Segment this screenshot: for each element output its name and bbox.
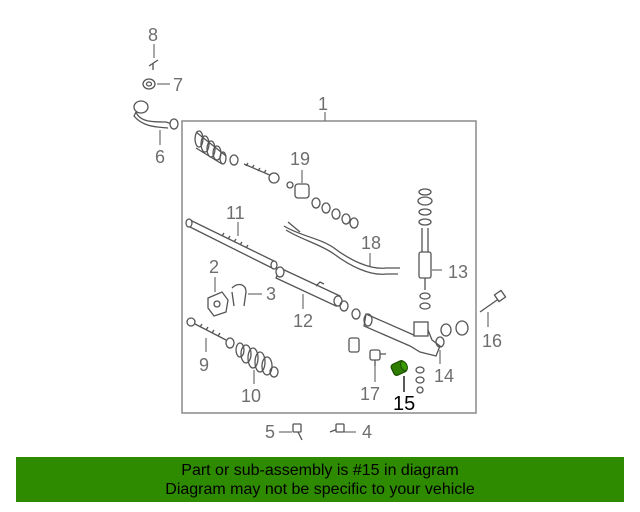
callout-17[interactable]: 17 <box>360 384 380 404</box>
banner-line-1: Part or sub-assembly is #15 in diagram <box>181 462 459 479</box>
lower-rings[interactable] <box>415 366 425 394</box>
part-11-rack[interactable] <box>185 218 278 270</box>
callout-13[interactable]: 13 <box>448 262 468 282</box>
callout-3[interactable]: 3 <box>266 284 276 304</box>
callout-6[interactable]: 6 <box>155 147 165 167</box>
callout-8[interactable]: 8 <box>148 25 158 45</box>
assembly-frame <box>181 120 477 414</box>
part-13-valve-stack[interactable] <box>417 188 433 310</box>
callout-14[interactable]: 14 <box>434 366 454 386</box>
part-3-clamp[interactable] <box>231 283 247 307</box>
part-18-tubes[interactable] <box>283 221 400 275</box>
upper-inner-tie-rod[interactable] <box>243 162 280 184</box>
callout-1[interactable]: 1 <box>318 94 328 114</box>
leader-lines <box>153 44 489 433</box>
callout-7[interactable]: 7 <box>173 75 183 95</box>
callout-18[interactable]: 18 <box>361 233 381 253</box>
banner-line-2: Diagram may not be specific to your vehi… <box>165 481 475 498</box>
callout-5[interactable]: 5 <box>265 422 275 442</box>
part-15-highlighted[interactable] <box>390 359 409 377</box>
fitment-banner: Part or sub-assembly is #15 in diagram D… <box>16 457 624 502</box>
callout-11[interactable]: 11 <box>226 203 245 223</box>
callout-15[interactable]: 15 <box>393 393 415 415</box>
part-2-mount[interactable] <box>207 291 229 317</box>
callout-9[interactable]: 9 <box>199 355 209 375</box>
callout-16[interactable]: 16 <box>482 331 502 351</box>
part-5-bolt[interactable] <box>292 423 303 441</box>
callout-12[interactable]: 12 <box>293 311 313 331</box>
part-7-nut[interactable] <box>142 78 156 90</box>
callout-2[interactable]: 2 <box>209 257 219 277</box>
parts-diagram: 1 2 3 4 5 6 7 8 9 10 11 12 13 14 15 16 1… <box>133 25 507 442</box>
gear-housing[interactable] <box>363 313 441 357</box>
part-8-bolt[interactable] <box>148 59 159 70</box>
callout-10[interactable]: 10 <box>241 386 261 406</box>
part-10-boot[interactable] <box>235 342 279 378</box>
part-14-seals[interactable] <box>435 320 469 348</box>
callout-4[interactable]: 4 <box>362 422 372 442</box>
part-19-bushing[interactable] <box>286 181 359 229</box>
upper-boot[interactable] <box>194 130 239 166</box>
part-4-bolt[interactable] <box>329 423 345 433</box>
part-16-bolt[interactable] <box>479 289 507 313</box>
part-12-housing[interactable] <box>275 266 343 307</box>
center-seals[interactable] <box>339 300 361 353</box>
part-6-tie-rod-end[interactable] <box>133 100 179 130</box>
part-9-inner-tie-rod[interactable] <box>186 317 235 349</box>
callout-19[interactable]: 19 <box>290 149 310 169</box>
part-17-fitting[interactable] <box>369 349 386 366</box>
